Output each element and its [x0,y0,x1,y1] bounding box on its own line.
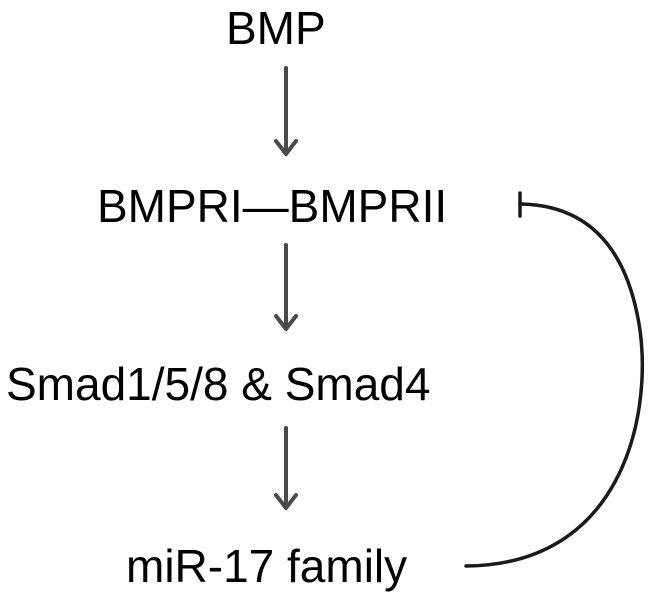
node-mir17-family: miR-17 family [126,540,408,592]
node-smad-complex: Smad1/5/8 & Smad4 [6,358,431,410]
node-bmp: BMP [226,2,326,54]
arrow-bmp-to-receptor [274,66,298,156]
arrow-receptor-to-smad [274,243,298,331]
arrow-smad-to-mir [274,426,298,510]
inhibition-mir-to-receptor [464,191,644,568]
node-bmp-receptor-complex: BMPRI—BMPRII [97,180,448,232]
